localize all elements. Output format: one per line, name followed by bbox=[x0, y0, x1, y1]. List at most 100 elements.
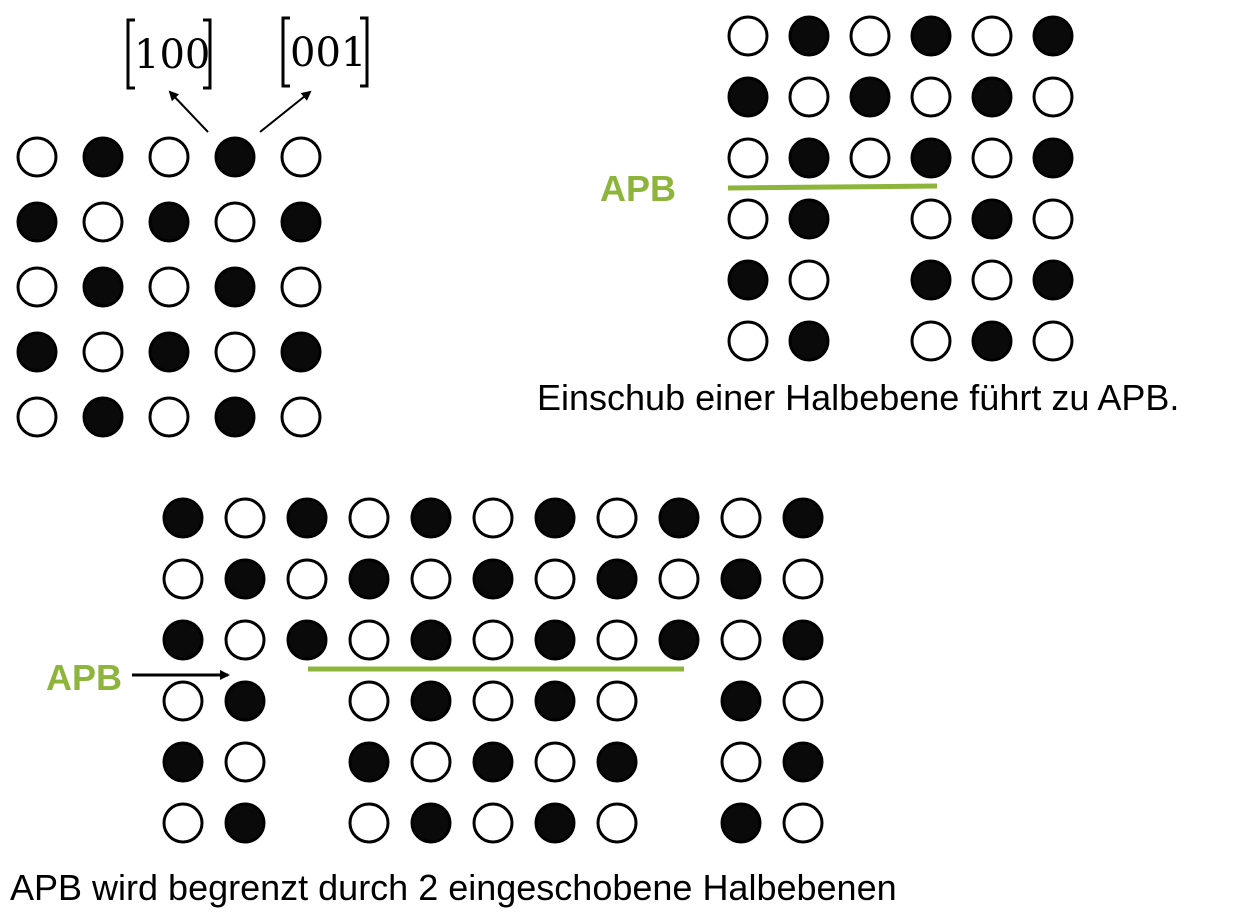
atom-white bbox=[596, 497, 638, 539]
atom-white bbox=[214, 201, 256, 243]
atom-white bbox=[1032, 320, 1074, 362]
atom-white bbox=[280, 266, 322, 308]
atom-black bbox=[782, 741, 824, 783]
atom-black bbox=[16, 331, 58, 373]
caption-one-half-plane: Einschub einer Halbebene führt zu APB. bbox=[537, 377, 1179, 418]
atom-white bbox=[596, 802, 638, 844]
apb-label: APB bbox=[600, 168, 676, 209]
atom-black bbox=[727, 259, 769, 301]
atom-white bbox=[910, 320, 952, 362]
atom-black bbox=[348, 558, 390, 600]
atom-white bbox=[410, 558, 452, 600]
atom-black bbox=[348, 741, 390, 783]
atom-black bbox=[596, 741, 638, 783]
atom-white bbox=[910, 198, 952, 240]
atom-black bbox=[214, 266, 256, 308]
atom-black bbox=[788, 198, 830, 240]
atom-black bbox=[910, 15, 952, 57]
atom-white bbox=[224, 497, 266, 539]
atom-black bbox=[162, 497, 204, 539]
atom-white bbox=[472, 680, 514, 722]
atom-white bbox=[348, 497, 390, 539]
atom-white bbox=[148, 266, 190, 308]
atom-black bbox=[788, 137, 830, 179]
atom-black bbox=[82, 136, 124, 178]
atom-black bbox=[286, 497, 328, 539]
atom-white bbox=[1032, 198, 1074, 240]
atom-white bbox=[224, 619, 266, 661]
atom-black bbox=[971, 320, 1013, 362]
atom-white bbox=[658, 558, 700, 600]
atom-white bbox=[720, 619, 762, 661]
atom-white bbox=[348, 680, 390, 722]
atom-white bbox=[472, 497, 514, 539]
atom-white bbox=[727, 320, 769, 362]
atom-white bbox=[788, 76, 830, 118]
atom-white bbox=[16, 136, 58, 178]
atom-white bbox=[410, 741, 452, 783]
direction-001-arrow bbox=[259, 90, 312, 133]
atom-black bbox=[658, 619, 700, 661]
atom-black bbox=[16, 201, 58, 243]
atom-black bbox=[720, 802, 762, 844]
atom-white bbox=[727, 137, 769, 179]
atom-white bbox=[910, 76, 952, 118]
atom-white bbox=[348, 619, 390, 661]
caption-two-half-planes: APB wird begrenzt durch 2 eingeschobene … bbox=[10, 867, 897, 908]
apb-label-bounded: APB bbox=[46, 657, 122, 698]
atom-black bbox=[788, 15, 830, 57]
atom-white bbox=[472, 802, 514, 844]
atom-black bbox=[720, 558, 762, 600]
direction-100-label: 100 bbox=[126, 18, 212, 90]
atom-white bbox=[849, 137, 891, 179]
atom-white bbox=[534, 558, 576, 600]
atom-black bbox=[148, 201, 190, 243]
atom-black bbox=[596, 558, 638, 600]
atom-black bbox=[849, 76, 891, 118]
atom-black bbox=[472, 558, 514, 600]
atom-white bbox=[782, 680, 824, 722]
atom-black bbox=[162, 619, 204, 661]
atom-black bbox=[720, 680, 762, 722]
atom-black bbox=[472, 741, 514, 783]
direction-100-text: 100 bbox=[134, 32, 210, 78]
atom-black bbox=[224, 680, 266, 722]
atom-white bbox=[782, 802, 824, 844]
atom-black bbox=[410, 680, 452, 722]
atom-white bbox=[782, 558, 824, 600]
atom-black bbox=[224, 802, 266, 844]
atom-white bbox=[727, 198, 769, 240]
atom-white bbox=[16, 396, 58, 438]
atom-black bbox=[1032, 15, 1074, 57]
atom-white bbox=[720, 497, 762, 539]
atom-black bbox=[1032, 137, 1074, 179]
atom-white bbox=[348, 802, 390, 844]
atom-white bbox=[82, 331, 124, 373]
atom-black bbox=[971, 76, 1013, 118]
atom-white bbox=[224, 741, 266, 783]
atom-black bbox=[658, 497, 700, 539]
atom-black bbox=[1032, 259, 1074, 301]
apb-line bbox=[727, 183, 938, 191]
atom-white bbox=[849, 15, 891, 57]
atom-black bbox=[280, 201, 322, 243]
atom-black bbox=[162, 741, 204, 783]
atom-black bbox=[782, 619, 824, 661]
atom-white bbox=[162, 802, 204, 844]
atom-black bbox=[910, 137, 952, 179]
atom-white bbox=[286, 558, 328, 600]
atom-black bbox=[214, 396, 256, 438]
atom-white bbox=[280, 396, 322, 438]
atom-black bbox=[410, 802, 452, 844]
atom-black bbox=[82, 266, 124, 308]
atom-white bbox=[162, 680, 204, 722]
atom-black bbox=[782, 497, 824, 539]
atom-black bbox=[534, 680, 576, 722]
atom-black bbox=[286, 619, 328, 661]
atom-black bbox=[410, 619, 452, 661]
atom-white bbox=[162, 558, 204, 600]
atom-black bbox=[82, 396, 124, 438]
atom-white bbox=[148, 396, 190, 438]
atom-white bbox=[280, 136, 322, 178]
atom-white bbox=[472, 619, 514, 661]
